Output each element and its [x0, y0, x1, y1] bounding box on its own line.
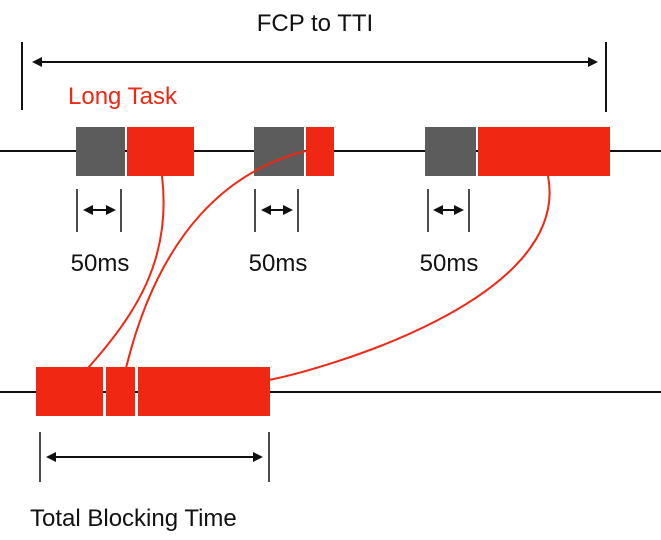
- long-task-label: Long Task: [68, 83, 178, 110]
- task-2-blocking-segment: [306, 127, 334, 176]
- task-1-idle-segment: [76, 127, 125, 176]
- connector-task-2: [125, 150, 307, 369]
- task-3-50ms-label: 50ms: [420, 250, 479, 277]
- task-2-50ms-measure: [254, 189, 299, 232]
- task-2-50ms-label: 50ms: [249, 250, 308, 277]
- blocking-segment-3: [138, 367, 270, 416]
- connector-task-3: [268, 175, 551, 381]
- task-1-50ms-label: 50ms: [71, 250, 130, 277]
- task-1-blocking-segment: [127, 127, 194, 176]
- total-blocking-time-label: Total Blocking Time: [30, 505, 237, 532]
- blocking-segment-2: [106, 367, 135, 416]
- task-1-50ms-measure: [76, 189, 122, 232]
- task-2-idle-segment: [254, 127, 304, 176]
- task-3-blocking-segment: [478, 127, 610, 176]
- fcp-to-tti-label: FCP to TTI: [257, 10, 373, 37]
- task-3-idle-segment: [425, 127, 476, 176]
- connector-task-1: [87, 175, 165, 369]
- task-3-50ms-measure: [427, 189, 470, 232]
- blocking-segment-1: [36, 367, 103, 416]
